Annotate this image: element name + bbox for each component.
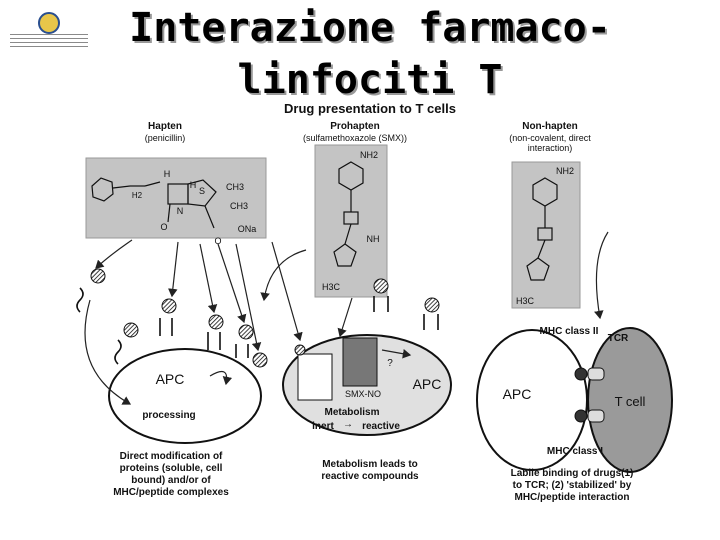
chem-o-a: O xyxy=(160,222,168,232)
chem-h2: H2 xyxy=(131,191,143,200)
chem-s: S xyxy=(198,186,205,196)
apc-label-prohapten: APC xyxy=(412,376,442,392)
inert-label: inert xyxy=(312,421,334,432)
caption-prohapten: Metabolism leads to reactive compounds xyxy=(321,459,419,482)
flow-arrows xyxy=(84,231,609,405)
title-line-1: Interazione farmaco- xyxy=(129,5,611,51)
column-title-prohapten: Prohapten xyxy=(330,121,380,132)
nonhapten-molecule-box xyxy=(511,161,581,309)
chem-ch3-a: CH3 xyxy=(225,182,244,192)
chem-o-b: O xyxy=(214,236,222,246)
t-cell xyxy=(587,327,673,473)
hapten-antigens xyxy=(90,268,440,368)
caption-nonhapten: Labile binding of drugs(1) to TCR; (2) '… xyxy=(510,468,634,503)
processing-label: processing xyxy=(142,410,196,421)
smx-structure xyxy=(333,161,364,267)
column-example-nonhapten: (non-covalent, direct interaction) xyxy=(509,133,591,153)
chem-h3c-a: H3C xyxy=(321,282,340,292)
metabolism-label: Metabolism xyxy=(324,407,380,418)
mhc-receptors xyxy=(76,287,439,365)
mhc-tcr-interface xyxy=(574,367,605,423)
caption-hapten: Direct modification of proteins (soluble… xyxy=(113,451,229,498)
mhc-class-ii-label: MHC class II xyxy=(539,326,599,337)
chem-nh2-b: NH2 xyxy=(555,166,574,176)
seal-icon xyxy=(38,12,60,34)
reactive-molecule-box xyxy=(342,337,378,387)
smx-no-label: SMX-NO xyxy=(345,389,381,399)
logo-text-lines xyxy=(10,34,88,50)
chem-h3c-b: H3C xyxy=(515,296,534,306)
arrow-glyph: → xyxy=(343,419,353,430)
hapten-molecule-box xyxy=(85,157,267,239)
question-mark-label: ? xyxy=(387,358,393,369)
t-cell-label: T cell xyxy=(614,394,646,409)
chem-n: N xyxy=(176,206,184,216)
penicillin-structure xyxy=(91,177,217,229)
figure-heading: Drug presentation to T cells xyxy=(284,101,456,116)
chem-ch3-b: CH3 xyxy=(229,201,248,211)
slide-title: Interazione farmaco- linfociti T xyxy=(100,2,640,106)
chem-h-a: H xyxy=(163,169,171,179)
inert-molecule-box xyxy=(297,353,333,401)
apc-label-nonhapten: APC xyxy=(502,386,532,402)
apc-cell-hapten xyxy=(108,348,262,444)
column-example-hapten: (penicillin) xyxy=(144,133,186,143)
apc-label-hapten: APC xyxy=(155,371,185,387)
chem-nh: NH xyxy=(366,234,380,244)
nonhapten-structure xyxy=(526,177,558,281)
tcr-label: TCR xyxy=(607,333,629,344)
university-logo xyxy=(10,10,88,60)
prohapten-molecule-box xyxy=(314,144,388,298)
mhc-class-i-label: MHC class I xyxy=(546,446,604,457)
column-title-hapten: Hapten xyxy=(148,121,182,132)
chem-ona: ONa xyxy=(237,224,257,234)
reactive-label: reactive xyxy=(362,421,400,432)
chem-h-b: H xyxy=(189,180,197,190)
title-line-2: linfociti T xyxy=(237,57,503,103)
chem-nh2-a: NH2 xyxy=(359,150,378,160)
column-title-nonhapten: Non-hapten xyxy=(522,121,578,132)
column-example-prohapten: (sulfamethoxazole (SMX)) xyxy=(302,133,408,143)
